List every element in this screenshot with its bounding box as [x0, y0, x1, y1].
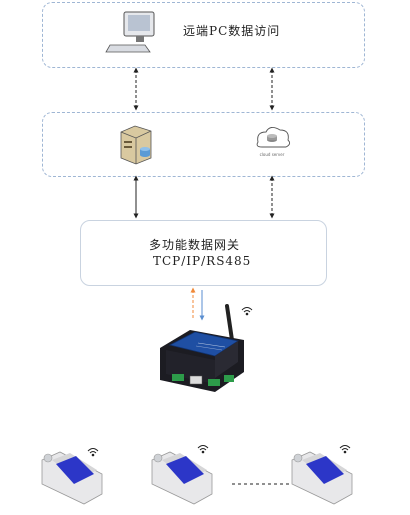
cloud-server-caption: cloud server	[260, 152, 285, 157]
computer-icon	[105, 11, 155, 53]
sensor-device-icon	[151, 451, 213, 505]
cloud-server-icon	[256, 127, 291, 148]
wifi-icon	[197, 445, 209, 454]
remote-pc-box	[42, 2, 365, 68]
gateway-title: 多功能数据网关	[149, 238, 241, 252]
server-icon	[120, 125, 152, 165]
gateway-protocols: TCP/IP/RS485	[153, 254, 252, 268]
wifi-icon	[87, 448, 99, 457]
sensor-device-icon	[41, 451, 103, 505]
wifi-icon	[241, 307, 253, 316]
wifi-icon	[339, 445, 351, 454]
gateway-device-icon	[160, 304, 244, 392]
server-box	[42, 112, 365, 177]
remote-pc-label: 远端PC数据访问	[183, 24, 281, 38]
sensor-device-icon	[291, 451, 353, 505]
gateway-box	[80, 220, 327, 286]
